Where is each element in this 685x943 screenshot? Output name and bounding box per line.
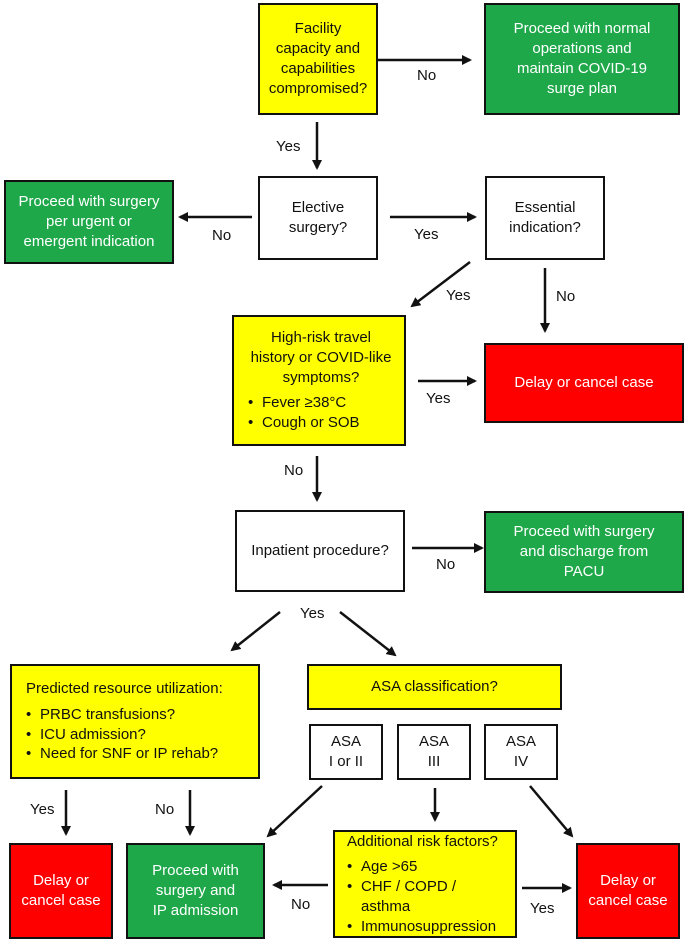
box-title: Additional risk factors? — [347, 832, 498, 850]
arrow-essential-yes — [410, 261, 471, 308]
box-text: per urgent or — [46, 213, 132, 231]
normal-operations-box: Proceed with normal operations and maint… — [484, 3, 680, 115]
box-text: High-risk travel — [270, 329, 372, 346]
box-text: ASA — [505, 733, 536, 751]
label-risk-no: No — [291, 896, 311, 913]
inpatient-procedure-box: Inpatient procedure? — [235, 510, 405, 592]
facility-decision-box: Facility capacity and capabilities compr… — [258, 3, 378, 115]
label-facility-no: No — [417, 67, 437, 84]
box-text: Delay or — [600, 872, 656, 890]
label-risk-yes: Yes — [530, 900, 555, 917]
delay-cancel-box-1: Delay or cancel case — [484, 343, 684, 423]
arrow-inpatient-yes-left — [230, 611, 281, 652]
asa-4-box: ASA IV — [484, 724, 558, 780]
box-text: capabilities — [280, 60, 356, 77]
asa-3-box: ASA III — [397, 724, 471, 780]
box-text: ASA — [418, 733, 449, 751]
box-text: Proceed with — [152, 862, 239, 880]
list-item: ICU admission? — [26, 725, 218, 745]
list-item: Immunosuppression — [347, 917, 509, 937]
label-inpatient-yes: Yes — [300, 605, 325, 622]
resource-utilization-box: Predicted resource utilization: PRBC tra… — [10, 664, 260, 779]
box-text: symptoms? — [282, 368, 360, 386]
label-highrisk-no: No — [284, 462, 304, 479]
box-text: I or II — [328, 753, 364, 770]
box-text: surge plan — [546, 79, 618, 97]
label-resource-no: No — [155, 801, 175, 818]
label-inpatient-no: No — [436, 556, 456, 573]
box-text: surgery and — [155, 882, 236, 900]
box-text: Proceed with surgery — [513, 523, 655, 541]
box-text: history or COVID-like — [250, 348, 392, 366]
box-text: ASA — [330, 733, 361, 751]
high-risk-box: High-risk travel history or COVID-like s… — [232, 315, 406, 446]
resource-list: PRBC transfusions? ICU admission? Need f… — [26, 705, 218, 764]
box-text: maintain COVID-19 — [516, 60, 648, 77]
list-item: CHF / COPD / asthma — [347, 877, 509, 917]
box-text: emergent indication — [23, 232, 155, 250]
delay-cancel-box-2: Delay or cancel case — [9, 843, 113, 939]
label-elective-no: No — [212, 227, 232, 244]
label-resource-yes: Yes — [30, 801, 55, 818]
elective-surgery-box: Elective surgery? — [258, 176, 378, 260]
arrow-asa4 — [529, 785, 574, 838]
box-title: Predicted resource utilization: — [26, 679, 223, 697]
discharge-pacu-box: Proceed with surgery and discharge from … — [484, 511, 684, 593]
urgent-surgery-box: Proceed with surgery per urgent or emerg… — [4, 180, 174, 264]
arrow-asa12 — [266, 785, 323, 838]
asa-1-2-box: ASA I or II — [309, 724, 383, 780]
delay-cancel-box-3: Delay or cancel case — [576, 843, 680, 939]
additional-risk-factors-box: Additional risk factors? Age >65 CHF / C… — [333, 830, 517, 938]
asa-classification-box: ASA classification? — [307, 664, 562, 710]
box-text: surgery? — [288, 219, 348, 236]
box-text: ASA classification? — [371, 678, 498, 696]
box-text: Elective — [291, 199, 345, 217]
box-text: Proceed with surgery — [18, 193, 160, 211]
label-highrisk-yes: Yes — [426, 390, 451, 407]
label-elective-yes: Yes — [414, 226, 439, 243]
box-text: Inpatient procedure? — [251, 542, 389, 560]
box-text: indication? — [509, 219, 581, 236]
list-item: PRBC transfusions? — [26, 705, 218, 725]
box-text: cancel case — [21, 892, 101, 909]
box-text: Proceed with normal — [513, 20, 651, 38]
box-text: III — [427, 753, 441, 770]
list-item: Fever ≥38°C — [248, 393, 360, 413]
box-text: Essential — [514, 199, 576, 217]
box-text: IP admission — [152, 901, 239, 919]
box-text: cancel case — [588, 892, 668, 909]
box-text: compromised? — [268, 79, 368, 97]
risk-factor-list: Age >65 CHF / COPD / asthma Immunosuppre… — [347, 857, 509, 936]
arrow-inpatient-yes-right — [339, 611, 397, 657]
list-item: Age >65 — [347, 857, 509, 877]
box-text: Facility — [294, 20, 342, 38]
list-item: Need for SNF or IP rehab? — [26, 744, 218, 764]
box-text: PACU — [563, 562, 605, 580]
label-facility-yes: Yes — [276, 138, 301, 155]
label-essential-no: No — [556, 288, 576, 305]
box-text: Delay or — [33, 872, 89, 890]
box-text: IV — [513, 753, 529, 770]
box-text: and discharge from — [519, 543, 649, 561]
essential-indication-box: Essential indication? — [485, 176, 605, 260]
list-item: Cough or SOB — [248, 413, 360, 433]
box-text: operations and — [532, 40, 632, 58]
box-text: Delay or cancel case — [514, 374, 654, 392]
proceed-ip-admission-box: Proceed with surgery and IP admission — [126, 843, 265, 939]
symptom-list: Fever ≥38°C Cough or SOB — [248, 393, 360, 433]
label-essential-yes: Yes — [446, 287, 471, 304]
box-text: capacity and — [275, 40, 361, 58]
